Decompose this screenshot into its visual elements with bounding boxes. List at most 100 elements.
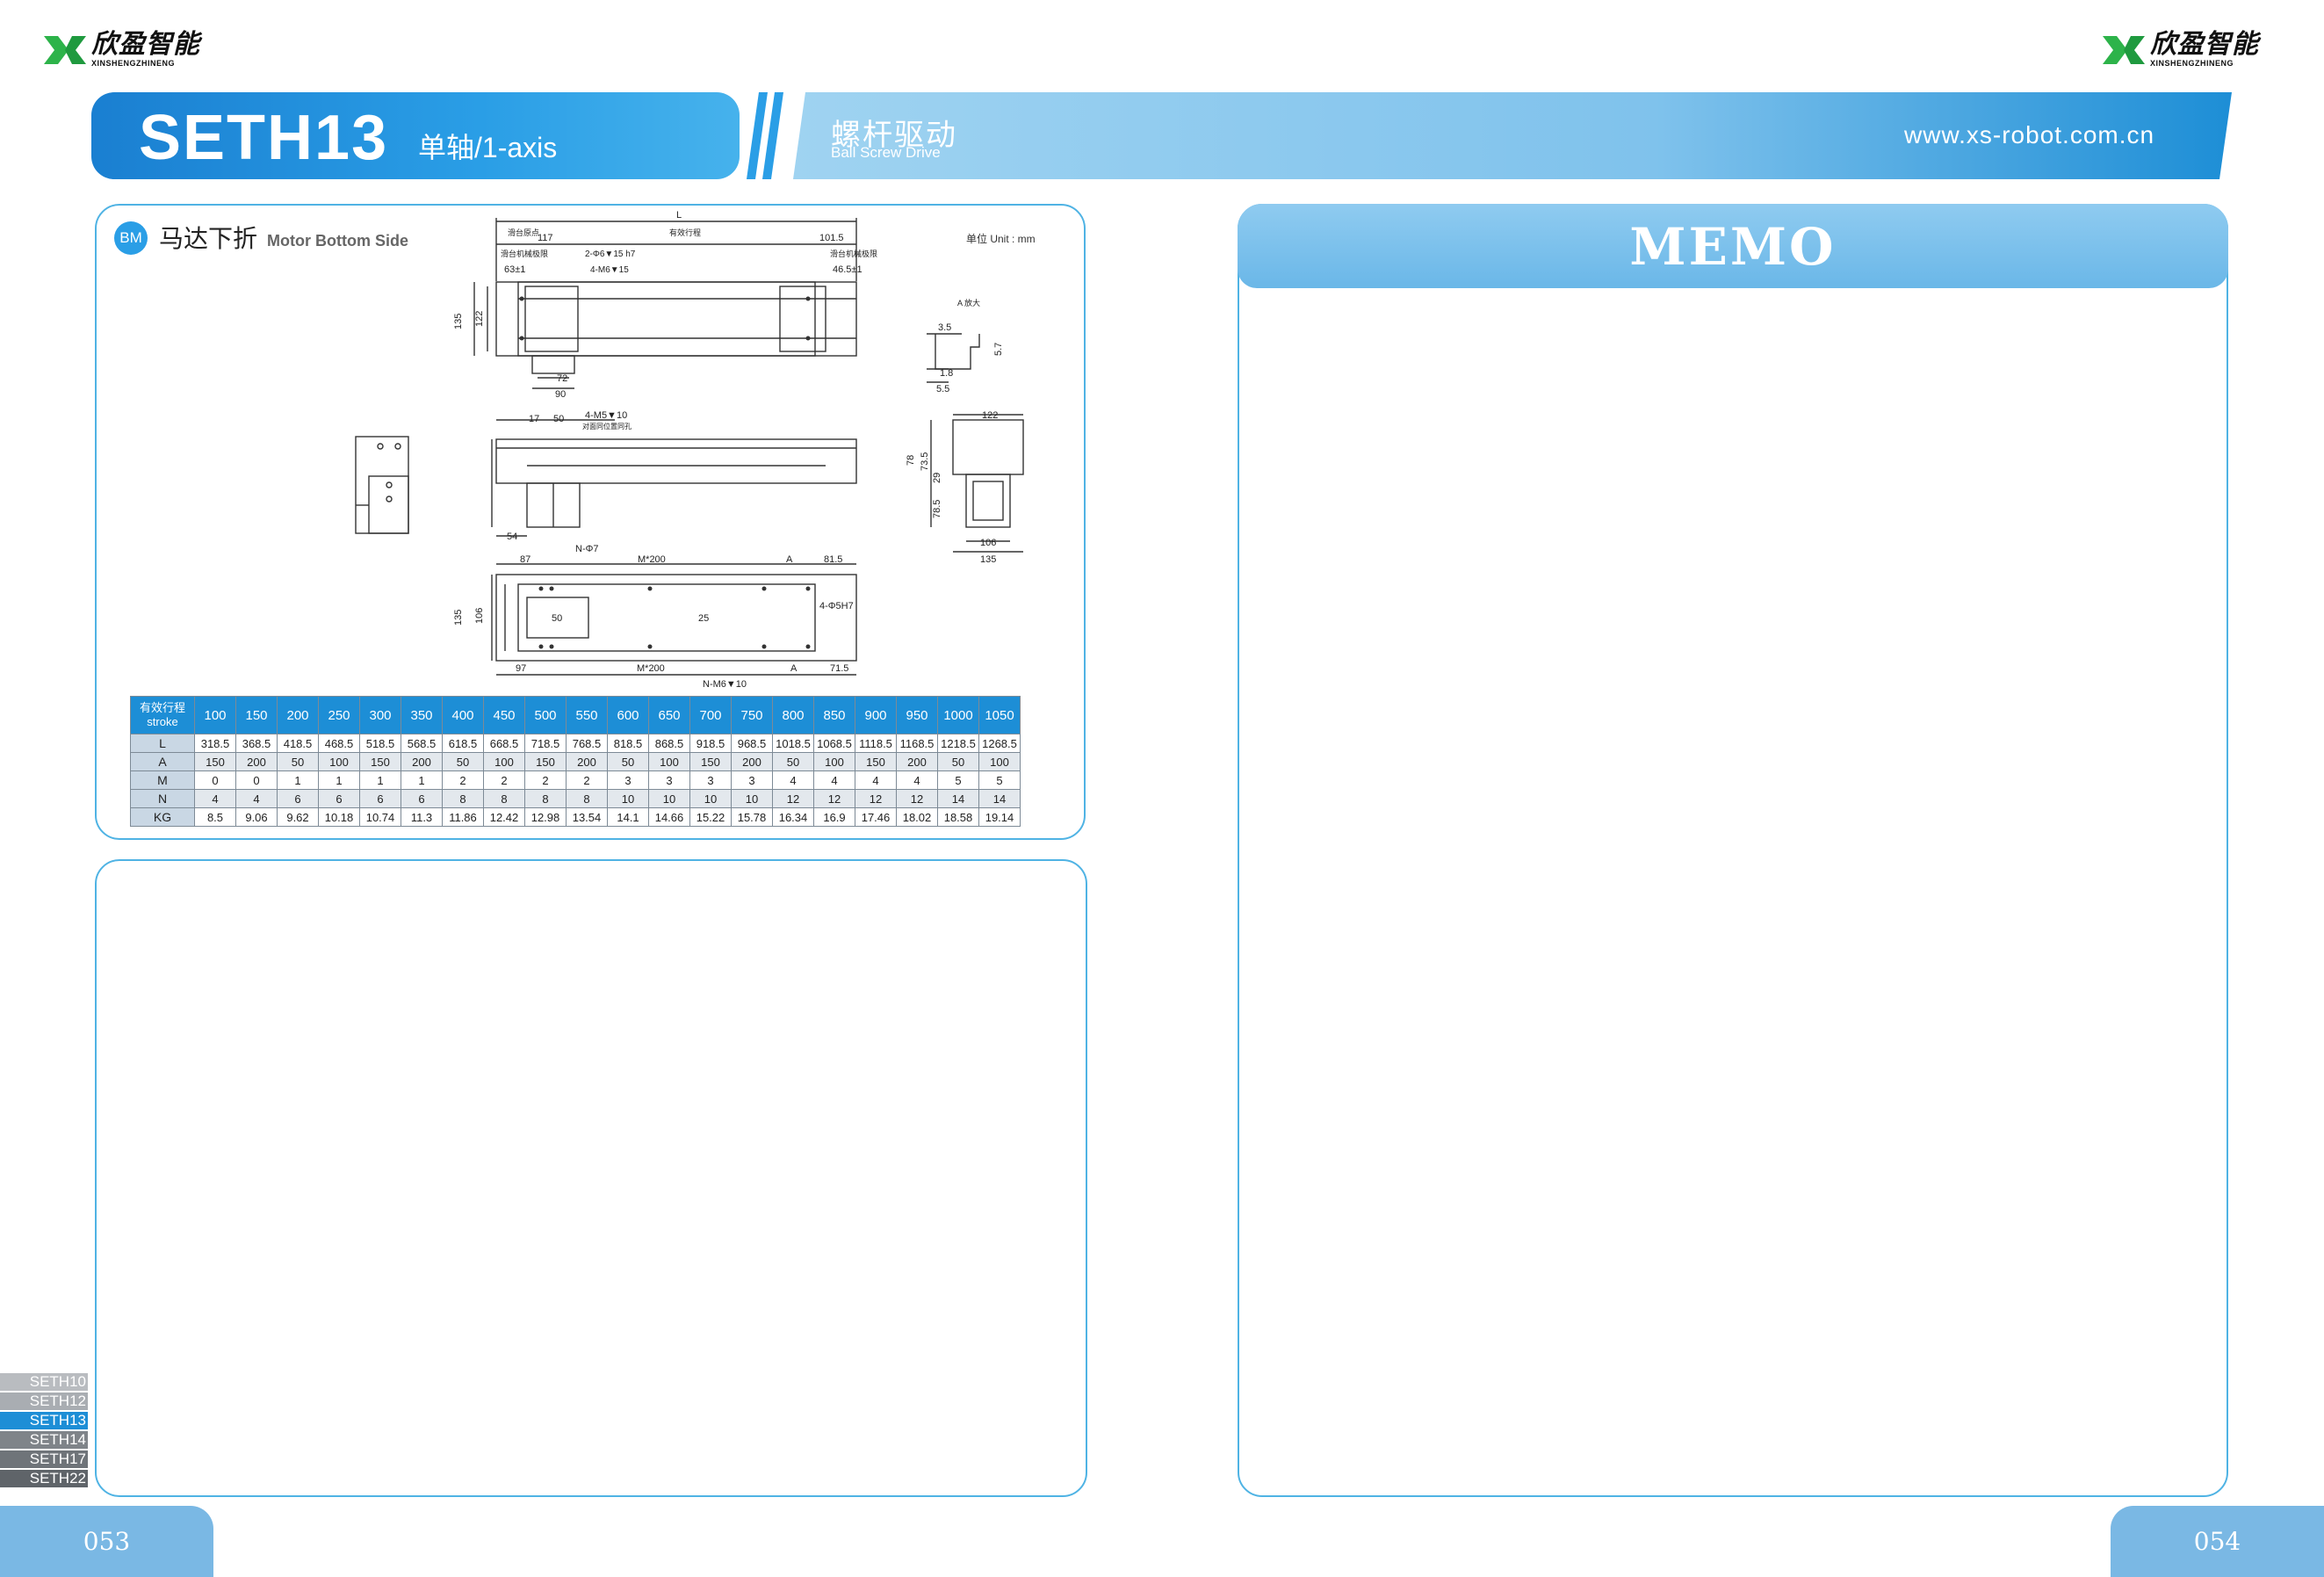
dim-135-top: 135 <box>453 314 464 329</box>
table-cell: 14 <box>937 789 979 808</box>
table-cell: 13.54 <box>566 807 608 827</box>
table-cell: 4 <box>896 770 938 790</box>
table-cell: 12.42 <box>483 807 525 827</box>
memo-header <box>1238 204 2228 288</box>
dim-5-7: 5.7 <box>993 343 1004 356</box>
row-label: M <box>130 770 195 790</box>
table-cell: 200 <box>401 752 443 771</box>
table-cell: 2 <box>524 770 567 790</box>
table-cell: 1 <box>318 770 360 790</box>
dim-L: L <box>676 211 682 221</box>
table-cell: 918.5 <box>689 734 732 753</box>
table-cell: 568.5 <box>401 734 443 753</box>
table-cell: 1168.5 <box>896 734 938 753</box>
table-cell: 150 <box>359 752 401 771</box>
stroke-col: 1050 <box>978 696 1021 734</box>
table-cell: 0 <box>194 770 236 790</box>
stroke-col: 150 <box>235 696 278 734</box>
table-cell: 200 <box>566 752 608 771</box>
table-cell: 150 <box>855 752 897 771</box>
table-cell: 10.74 <box>359 807 401 827</box>
table-cell: 100 <box>648 752 690 771</box>
table-cell: 150 <box>194 752 236 771</box>
dim-90: 90 <box>555 389 566 400</box>
dim-n-phi7: N-Φ7 <box>575 544 599 554</box>
table-cell: 18.58 <box>937 807 979 827</box>
table-cell: 50 <box>607 752 649 771</box>
dim-101-5: 101.5 <box>819 233 844 243</box>
table-cell: 1268.5 <box>978 734 1021 753</box>
side-tab-seth14[interactable]: SETH14 <box>0 1431 88 1449</box>
section-title-en: Motor Bottom Side <box>267 232 408 250</box>
dim-97: 97 <box>516 663 526 674</box>
website-url[interactable]: www.xs-robot.com.cn <box>1904 121 2155 148</box>
table-cell: 11.3 <box>401 807 443 827</box>
side-tab-seth12[interactable]: SETH12 <box>0 1393 88 1410</box>
memo-panel <box>1238 204 2228 1497</box>
model-title: SETH13 <box>139 103 389 173</box>
table-cell: 1068.5 <box>813 734 855 753</box>
stroke-col: 700 <box>689 696 732 734</box>
stroke-header-en: stroke <box>147 715 178 728</box>
logo-cn: 欣盈智能 <box>2150 30 2259 59</box>
table-cell: 12.98 <box>524 807 567 827</box>
table-cell: 3 <box>731 770 773 790</box>
table-cell: 418.5 <box>277 734 319 753</box>
table-cell: 768.5 <box>566 734 608 753</box>
table-cell: 318.5 <box>194 734 236 753</box>
table-cell: 1 <box>401 770 443 790</box>
dim-r135: 135 <box>980 554 996 565</box>
table-cell: 10.18 <box>318 807 360 827</box>
stroke-col: 100 <box>194 696 236 734</box>
table-cell: 8 <box>524 789 567 808</box>
table-cell: 5 <box>937 770 979 790</box>
dim-78-5: 78.5 <box>932 500 942 518</box>
table-cell: 5 <box>978 770 1021 790</box>
divider-stripes <box>747 92 783 179</box>
table-cell: 3 <box>689 770 732 790</box>
table-cell: 1218.5 <box>937 734 979 753</box>
stroke-header: 有效行程 stroke <box>130 696 195 734</box>
dim-1-8: 1.8 <box>940 368 953 379</box>
side-tab-seth10[interactable]: SETH10 <box>0 1373 88 1391</box>
stroke-spec-table: 有效行程 stroke 100 150 200 250 300 350 400 … <box>130 696 1021 827</box>
dim-29: 29 <box>932 473 942 483</box>
stroke-col: 750 <box>731 696 773 734</box>
dim-a-top: A <box>786 554 793 565</box>
dim-81-5: 81.5 <box>824 554 842 565</box>
table-cell: 150 <box>524 752 567 771</box>
dim-mech-limit-l: 滑台机械极限 <box>501 249 548 258</box>
dim-122: 122 <box>474 311 485 327</box>
section-title-cn: 马达下折 <box>159 225 258 252</box>
table-cell: 9.06 <box>235 807 278 827</box>
logo-en: XINSHENGZHINENG <box>2150 59 2234 68</box>
dim-a-bottom: A <box>790 663 798 674</box>
dim-n-m6: N-M6▼10 <box>703 679 747 690</box>
stroke-col: 550 <box>566 696 608 734</box>
table-cell: 3 <box>648 770 690 790</box>
dim-4m5: 4-M5▼10 <box>585 410 627 421</box>
side-tab-seth13[interactable]: SETH13 <box>0 1412 88 1429</box>
brand-logo-left: 欣盈智能 XINSHENGZHINENG <box>42 32 200 68</box>
table-cell: 100 <box>978 752 1021 771</box>
stroke-col: 600 <box>607 696 649 734</box>
drive-header-bar <box>793 92 2232 179</box>
table-cell: 868.5 <box>648 734 690 753</box>
dim-eff-stroke: 有效行程 <box>669 228 701 237</box>
table-cell: 8 <box>442 789 484 808</box>
table-cell: 6 <box>359 789 401 808</box>
table-cell: 16.9 <box>813 807 855 827</box>
logo-cn: 欣盈智能 <box>91 30 200 59</box>
table-cell: 8 <box>483 789 525 808</box>
side-tab-seth17[interactable]: SETH17 <box>0 1450 88 1468</box>
row-label: A <box>130 752 195 771</box>
stroke-col: 800 <box>772 696 814 734</box>
side-tab-seth22[interactable]: SETH22 <box>0 1470 88 1487</box>
row-label: KG <box>130 807 195 827</box>
table-cell: 2 <box>442 770 484 790</box>
table-cell: 100 <box>318 752 360 771</box>
dim-71-5: 71.5 <box>830 663 848 674</box>
